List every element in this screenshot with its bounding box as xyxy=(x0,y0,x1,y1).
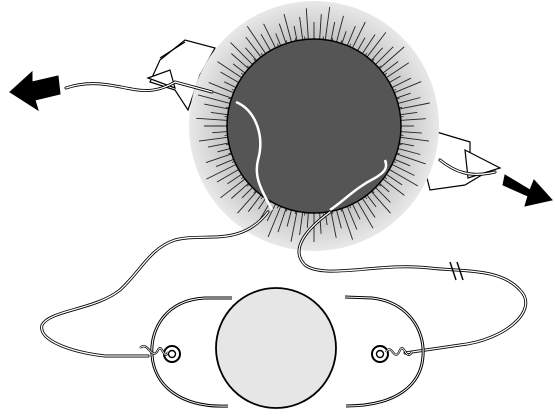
intraocular-lens-optic xyxy=(216,288,336,408)
pupil-disc xyxy=(227,39,401,213)
